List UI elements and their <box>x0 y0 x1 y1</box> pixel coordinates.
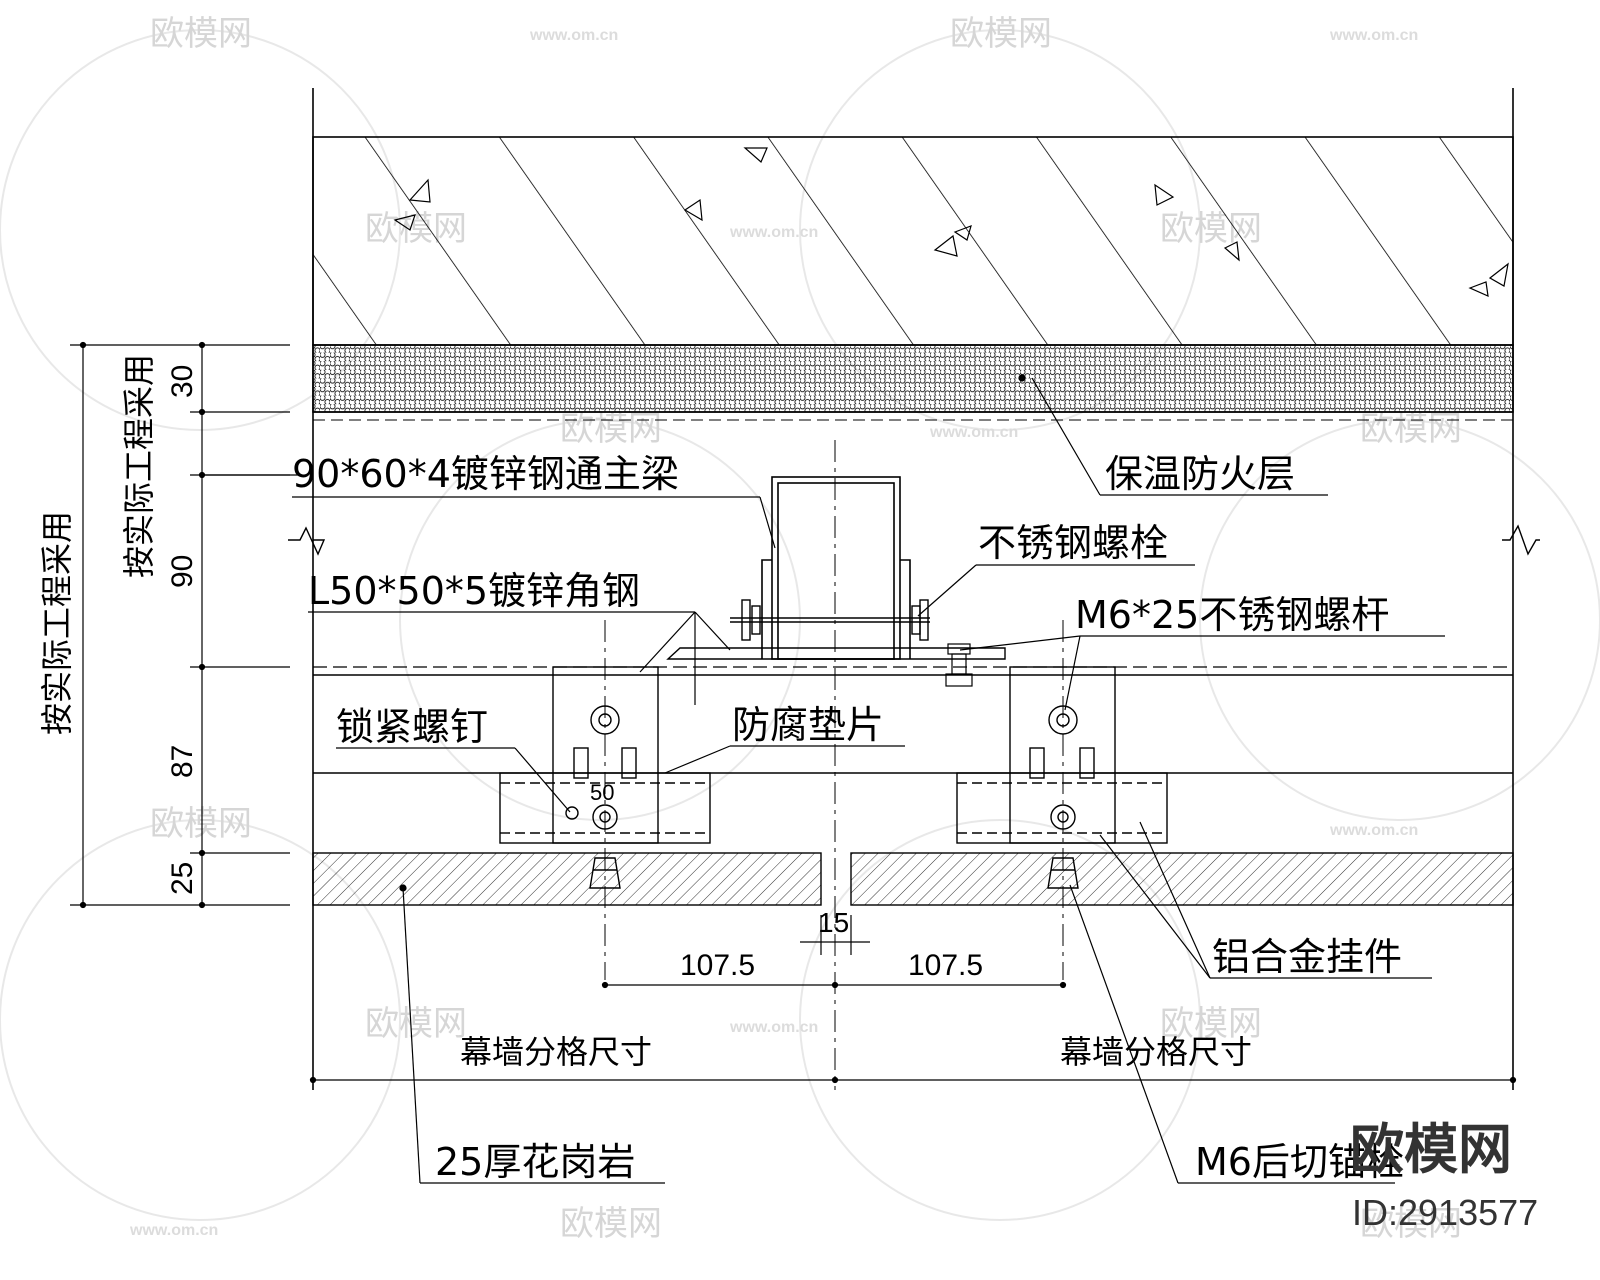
labels: 90*60*4镀锌钢通主梁 保温防火层 不锈钢螺栓 L50*50*5镀锌角钢 M… <box>38 354 1404 1184</box>
dim-25: 25 <box>166 862 199 895</box>
watermark-url: www.om.cn <box>529 27 618 44</box>
dim-chain-outer <box>70 341 290 909</box>
steel-tube <box>761 476 911 660</box>
insulation-layer <box>312 344 1514 413</box>
watermark-url: www.om.cn <box>1329 822 1418 839</box>
label-aluminum-hanger: 铝合金挂件 <box>1212 935 1402 979</box>
label-anchor: M6后切锚栓 <box>1195 1140 1404 1184</box>
dim-15: 15 <box>818 907 849 938</box>
label-per-project-outer: 按实际工程采用 <box>38 511 76 735</box>
aggregate-marks <box>393 147 1509 297</box>
watermark-brand: 欧模网 <box>560 1204 662 1244</box>
dim-bottom <box>309 915 1517 1084</box>
brand-id: ID:2913577 <box>1352 1192 1538 1233</box>
label-granite: 25厚花岗岩 <box>435 1140 635 1184</box>
label-grid-right: 幕墙分格尺寸 <box>1060 1033 1252 1071</box>
left-hanger <box>499 666 711 889</box>
label-grid-left: 幕墙分格尺寸 <box>460 1033 652 1071</box>
right-hanger <box>956 666 1168 889</box>
label-per-project-inner: 按实际工程采用 <box>120 354 158 578</box>
watermark-brand: 欧模网 <box>1160 1004 1262 1044</box>
watermark-url: www.om.cn <box>129 1222 218 1239</box>
watermark-brand: 欧模网 <box>1360 409 1462 449</box>
label-ss-bolt: 不锈钢螺栓 <box>978 521 1168 565</box>
granite-panel-right <box>850 852 1514 906</box>
brand-corner: 欧模网 ID:2913577 <box>1350 1118 1538 1233</box>
dim-107-right: 107.5 <box>908 949 983 982</box>
watermark-brand: 欧模网 <box>1360 1204 1462 1244</box>
angle-plate <box>666 647 1006 660</box>
label-angle-steel: L50*50*5镀锌角钢 <box>308 569 640 613</box>
label-screw-rod: M6*25不锈钢螺杆 <box>1075 593 1389 637</box>
watermark-brand: 欧模网 <box>560 409 662 449</box>
label-insulation: 保温防火层 <box>1105 452 1295 496</box>
watermark-url: www.om.cn <box>729 1019 818 1036</box>
watermark-url: www.om.cn <box>929 424 1018 441</box>
dim-chain-inner <box>190 341 300 909</box>
concrete-wall <box>312 136 1514 346</box>
label-lock-screw: 锁紧螺钉 <box>336 705 488 749</box>
m6-rod <box>945 643 973 687</box>
watermark-brand: 欧模网 <box>150 804 252 844</box>
watermark-url: www.om.cn <box>1329 27 1418 44</box>
dimension-values: 30 90 87 25 15 107.5 107.5 50 <box>166 365 983 982</box>
dim-107-left: 107.5 <box>680 949 755 982</box>
granite-panel-left <box>312 852 822 906</box>
brand-logo-text: 欧模网 <box>1350 1118 1512 1181</box>
dim-50: 50 <box>590 780 614 805</box>
leader-lines <box>292 374 1445 1184</box>
dim-30: 30 <box>166 365 199 398</box>
dim-90: 90 <box>166 555 199 588</box>
watermark-brand: 欧模网 <box>150 14 252 54</box>
structure <box>70 88 1540 1184</box>
watermark-brand: 欧模网 <box>950 14 1052 54</box>
label-main-beam: 90*60*4镀锌钢通主梁 <box>292 452 679 496</box>
dim-87: 87 <box>166 745 199 778</box>
through-bolt <box>730 599 930 641</box>
watermark-brand: 欧模网 <box>365 1004 467 1044</box>
label-gasket: 防腐垫片 <box>732 703 884 747</box>
